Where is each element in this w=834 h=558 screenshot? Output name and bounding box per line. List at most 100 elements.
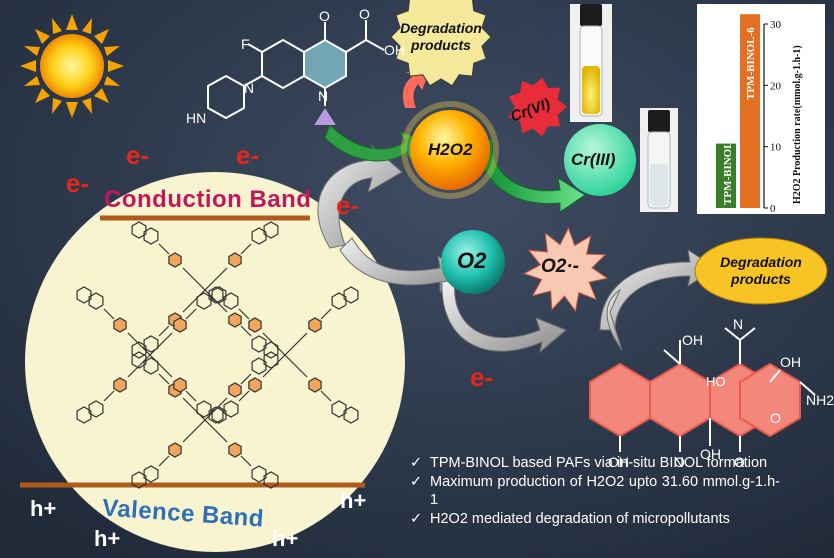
bond <box>127 354 151 378</box>
bond <box>158 455 170 467</box>
ring <box>308 377 322 393</box>
key-points-list: ✓TPM-BINOL based PAFs via in-situ BINOL … <box>408 454 780 529</box>
ring <box>228 252 242 268</box>
ring <box>131 471 147 489</box>
hole-label-4: h+ <box>340 488 367 513</box>
cr3-label: Cr(III) <box>571 150 616 169</box>
bond <box>149 354 173 378</box>
bond <box>204 419 228 443</box>
o2-sphere <box>441 230 505 294</box>
atom-o-keto: O <box>319 8 330 24</box>
vial-cr3-photo <box>640 108 678 212</box>
ring <box>143 227 159 245</box>
bar-tpm-binol-4 <box>716 143 736 208</box>
ring <box>173 377 187 393</box>
h2o2-sphere <box>410 110 490 190</box>
ring <box>131 351 147 369</box>
bond <box>182 419 206 443</box>
hole-label-1: h+ <box>30 496 57 521</box>
ring <box>343 286 359 304</box>
y-tick-label: 20 <box>770 80 782 92</box>
atom-oh-tc1: OH <box>682 332 703 348</box>
atom-oh-acid: OH <box>384 42 405 58</box>
bond <box>182 267 206 291</box>
bond <box>284 332 308 356</box>
electron-transfer-arrows <box>317 144 717 354</box>
atom-n-piperazine: N <box>244 80 255 96</box>
ring <box>143 357 159 375</box>
bond <box>320 390 332 402</box>
bond <box>240 243 252 255</box>
ring <box>113 317 127 333</box>
bond <box>182 289 206 313</box>
electron-label-2: e- <box>236 140 260 170</box>
ring <box>251 465 267 483</box>
ring <box>331 400 347 418</box>
ring <box>76 406 92 424</box>
chart-y-label: H2O2 Production rate(mmol.g-1.h-1) <box>792 45 803 204</box>
ring <box>208 406 224 424</box>
ring <box>223 292 239 310</box>
electron-label-1: e- <box>126 140 150 170</box>
atom-oh-tc4: OH <box>700 446 721 462</box>
bar-tpm-binol-6 <box>740 14 760 209</box>
ring <box>131 341 147 359</box>
ring <box>251 227 267 245</box>
ring <box>308 317 322 333</box>
bond <box>185 308 197 320</box>
bond <box>158 243 170 255</box>
atom-oh-tc2: OH <box>780 354 801 370</box>
bond <box>182 397 206 421</box>
y-tick-label: 10 <box>770 142 782 154</box>
ring <box>88 400 104 418</box>
atom-ho-tc: HO <box>706 374 726 389</box>
o2-label: O2 <box>457 248 487 273</box>
ring <box>211 406 227 424</box>
y-tick-label: 30 <box>770 19 782 31</box>
key-point-3: ✓H2O2 mediated degradation of micropollu… <box>410 511 730 527</box>
superoxide-burst <box>522 226 609 313</box>
paf-framework-structure <box>76 221 359 489</box>
degradation-products-top-label: Degradation products <box>400 20 482 53</box>
superoxide-label: O2·- <box>541 256 579 277</box>
bar-label-tpm-binol-6: TPM-BINOL-6 <box>745 27 757 100</box>
ring <box>228 382 242 398</box>
hole-label-3: h+ <box>272 526 299 551</box>
bond <box>103 390 115 402</box>
y-tick-label: 0 <box>770 203 776 215</box>
ring <box>228 442 242 458</box>
ring <box>223 400 239 418</box>
atom-f: F <box>241 36 250 52</box>
ring <box>88 292 104 310</box>
atom-o-acid: O <box>359 6 370 22</box>
ring <box>248 317 262 333</box>
conduction-band-label: Conduction Band <box>104 186 312 213</box>
atom-oh-tc3: OH <box>608 454 629 470</box>
degradation-products-right-label: Degradation products <box>720 254 802 287</box>
bond <box>238 390 250 402</box>
electron-label-3: e- <box>66 168 90 198</box>
bond <box>158 325 170 337</box>
atom-o-tc2: O <box>734 454 745 470</box>
ring <box>228 312 242 328</box>
atom-nh2-tc: NH2 <box>806 392 834 408</box>
tetracycline-molecule <box>589 327 816 452</box>
key-point-1: ✓TPM-BINOL based PAFs via in-situ BINOL … <box>410 455 768 471</box>
ring <box>143 465 159 483</box>
ring <box>251 335 267 353</box>
inset-bar-chart: 0 10 20 30 <box>697 4 825 215</box>
ring <box>263 471 279 489</box>
atom-n-tc: N <box>733 316 744 332</box>
atom-o-tc3: O <box>770 410 781 426</box>
ring <box>343 406 359 424</box>
h2o2-label: H2O2 <box>428 140 473 159</box>
sun-icon <box>20 14 124 118</box>
cr3-sphere <box>564 124 636 196</box>
fluoroquinolone-molecule <box>207 20 385 125</box>
ring <box>196 292 212 310</box>
bond <box>240 325 252 337</box>
ring <box>131 221 147 239</box>
key-point-2: ✓Maximum production of H2O2 upto 31.60 m… <box>410 474 780 508</box>
bond <box>240 373 252 385</box>
